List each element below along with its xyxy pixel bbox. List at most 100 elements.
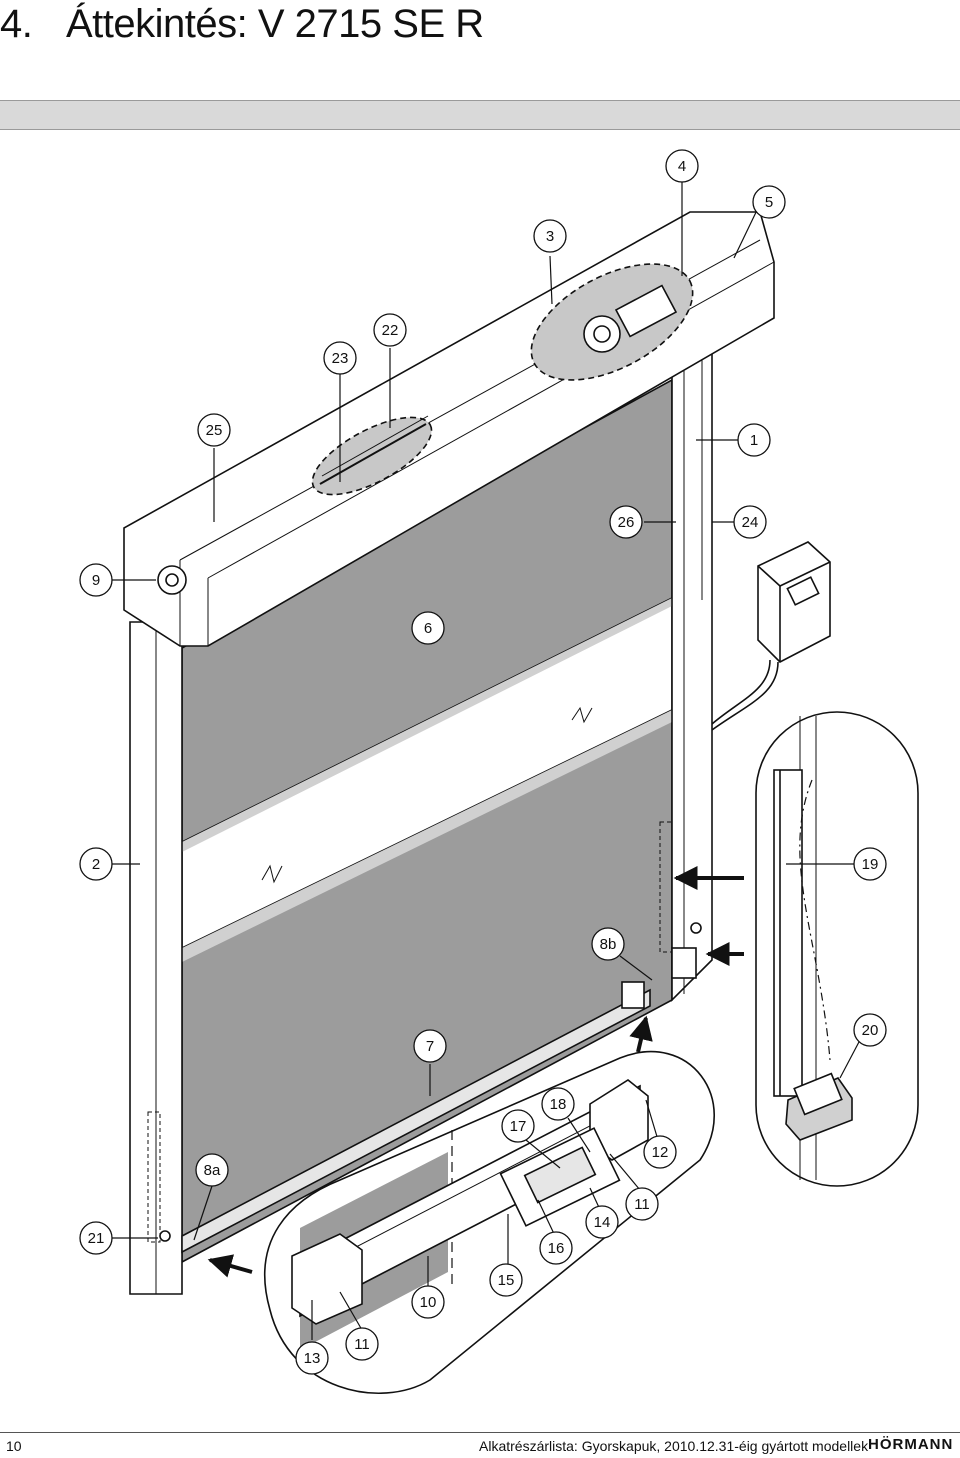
callout-circle bbox=[591, 927, 625, 961]
control-unit bbox=[711, 541, 831, 731]
right-side-frame bbox=[671, 348, 713, 1002]
callout-circle bbox=[411, 611, 445, 645]
callout-c4: 4 bbox=[665, 149, 699, 183]
callout-c26: 26 bbox=[609, 505, 643, 539]
callout-label: 2 bbox=[92, 856, 100, 873]
callout-circle bbox=[541, 1087, 575, 1121]
callout-circle bbox=[413, 1029, 447, 1063]
callout-c7: 7 bbox=[413, 1029, 447, 1063]
callout-label: 13 bbox=[304, 1350, 321, 1367]
callout-c11b: 11 bbox=[345, 1327, 379, 1361]
callout-label: 26 bbox=[618, 514, 635, 531]
callout-label: 1 bbox=[750, 432, 758, 449]
callout-circle bbox=[323, 341, 357, 375]
sensor-8b bbox=[621, 981, 645, 1009]
door-assembly bbox=[123, 211, 775, 1295]
detail-view-right bbox=[755, 711, 919, 1187]
callout-label: 11 bbox=[634, 1196, 650, 1213]
page-title: 4. Áttekintés: V 2715 SE R bbox=[0, 0, 484, 50]
callout-c8b: 8b bbox=[591, 927, 625, 961]
callout-label: 7 bbox=[426, 1038, 434, 1055]
callout-label: 5 bbox=[765, 194, 773, 211]
callout-label: 19 bbox=[862, 856, 879, 873]
callout-circle bbox=[853, 847, 887, 881]
callout-label: 23 bbox=[332, 350, 349, 367]
callout-c17: 17 bbox=[501, 1109, 535, 1143]
callout-labels: 4 5 3 22 23 25 1 26 24 9 6 2 19 8b 20 7 18 17 12 8a 11 14 21 16… bbox=[79, 149, 887, 1375]
callout-label: 25 bbox=[206, 422, 223, 439]
callout-label: 8b bbox=[600, 936, 617, 953]
callout-c11a: 11 bbox=[625, 1187, 659, 1221]
page-number: 10 bbox=[6, 1438, 22, 1454]
callout-circle bbox=[665, 149, 699, 183]
callout-label: 3 bbox=[546, 228, 554, 245]
callout-c22: 22 bbox=[373, 313, 407, 347]
callout-c14: 14 bbox=[585, 1205, 619, 1239]
callout-c18: 18 bbox=[541, 1087, 575, 1121]
document-title: Alkatrészárlista: Gyorskapuk, 2010.12.31… bbox=[479, 1438, 869, 1454]
callout-c13: 13 bbox=[295, 1341, 329, 1375]
callout-circle bbox=[733, 505, 767, 539]
callout-c12: 12 bbox=[643, 1135, 677, 1169]
footer-divider bbox=[0, 1432, 960, 1433]
callout-label: 16 bbox=[548, 1240, 565, 1257]
section-number: 4. bbox=[0, 2, 33, 46]
bottom-profile bbox=[181, 988, 651, 1254]
callout-c3: 3 bbox=[533, 219, 567, 253]
callout-circle bbox=[752, 185, 786, 219]
callout-c5: 5 bbox=[752, 185, 786, 219]
section-title: Áttekintés: V 2715 SE R bbox=[66, 2, 484, 46]
callout-circle bbox=[345, 1327, 379, 1361]
callout-circle bbox=[643, 1135, 677, 1169]
callout-circle bbox=[501, 1109, 535, 1143]
callout-label: 12 bbox=[652, 1144, 669, 1161]
callout-label: 9 bbox=[92, 572, 100, 589]
callout-c21: 21 bbox=[79, 1221, 113, 1255]
callout-circle bbox=[79, 563, 113, 597]
callout-label: 24 bbox=[742, 514, 759, 531]
callout-circle bbox=[373, 313, 407, 347]
callout-c23: 23 bbox=[323, 341, 357, 375]
callout-circle bbox=[295, 1341, 329, 1375]
callout-circle bbox=[489, 1263, 523, 1297]
callout-circle bbox=[533, 219, 567, 253]
callout-c8a: 8a bbox=[195, 1153, 229, 1187]
callout-circle bbox=[79, 847, 113, 881]
callout-label: 15 bbox=[498, 1272, 515, 1289]
callout-label: 11 bbox=[354, 1336, 370, 1353]
callout-circle bbox=[853, 1013, 887, 1047]
callout-circle bbox=[411, 1285, 445, 1319]
callout-label: 20 bbox=[862, 1022, 879, 1039]
exploded-door-diagram: 4 5 3 22 23 25 1 26 24 9 6 2 19 8b 20 7 18 17 12 8a 11 14 21 16… bbox=[79, 149, 919, 1394]
callout-circle bbox=[539, 1231, 573, 1265]
callout-label: 21 bbox=[88, 1230, 105, 1247]
direction-arrows bbox=[207, 866, 744, 1278]
callout-circle bbox=[625, 1187, 659, 1221]
callout-label: 4 bbox=[678, 158, 686, 175]
callout-circle bbox=[79, 1221, 113, 1255]
callout-c6: 6 bbox=[411, 611, 445, 645]
callout-c15: 15 bbox=[489, 1263, 523, 1297]
title-bar bbox=[0, 100, 960, 130]
callout-label: 8a bbox=[204, 1162, 221, 1179]
callout-c1: 1 bbox=[737, 423, 771, 457]
callout-c19: 19 bbox=[853, 847, 887, 881]
callout-c25: 25 bbox=[197, 413, 231, 447]
callout-c9: 9 bbox=[79, 563, 113, 597]
callout-c2: 2 bbox=[79, 847, 113, 881]
callout-label: 6 bbox=[424, 620, 432, 637]
callout-label: 17 bbox=[510, 1118, 527, 1135]
callout-c10: 10 bbox=[411, 1285, 445, 1319]
callout-circle bbox=[195, 1153, 229, 1187]
detail-view-bottom bbox=[264, 1051, 716, 1394]
callout-circle bbox=[737, 423, 771, 457]
brand-logo: HÖRMANN bbox=[868, 1436, 954, 1453]
end-cap-left bbox=[291, 1233, 363, 1325]
callout-circle bbox=[585, 1205, 619, 1239]
callout-c16: 16 bbox=[539, 1231, 573, 1265]
callout-label: 14 bbox=[594, 1214, 611, 1231]
callout-label: 10 bbox=[420, 1294, 437, 1311]
callout-label: 22 bbox=[382, 322, 399, 339]
callout-c24: 24 bbox=[733, 505, 767, 539]
callout-c20: 20 bbox=[853, 1013, 887, 1047]
